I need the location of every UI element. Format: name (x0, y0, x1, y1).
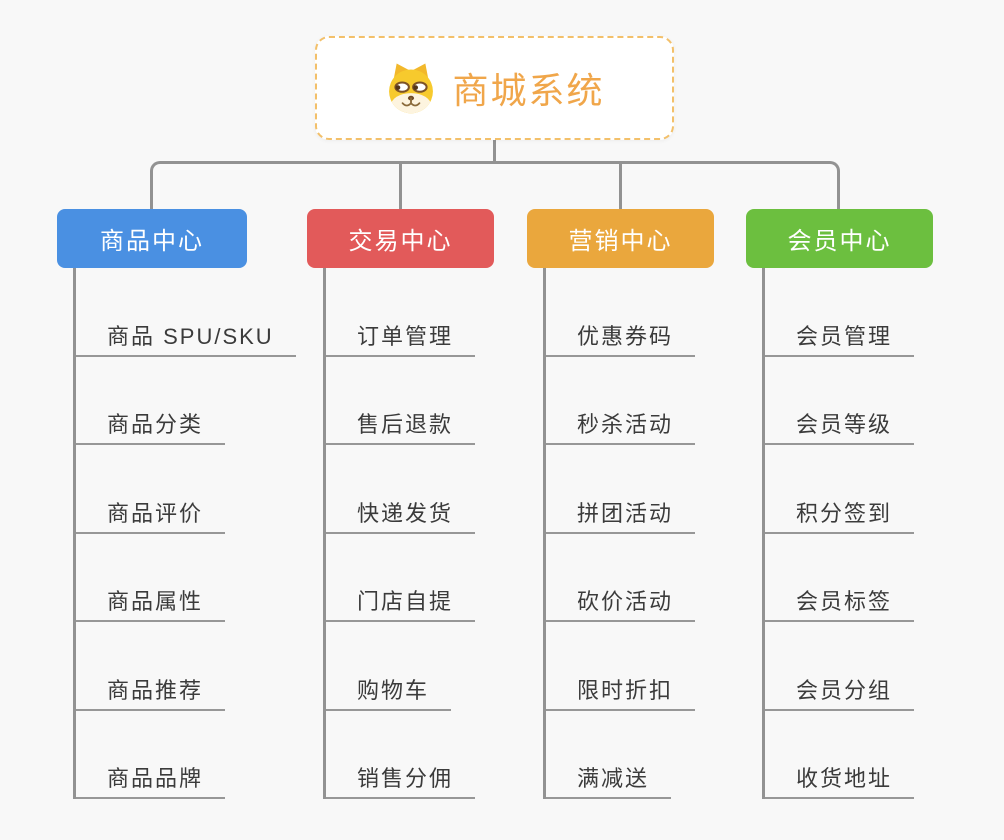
child-row: 商品分类 (76, 357, 296, 445)
branch-connector-bar (150, 161, 840, 210)
child-node[interactable]: 优惠券码 (546, 325, 696, 357)
child-node[interactable]: 秒杀活动 (546, 414, 696, 445)
child-row: 积分签到 (765, 445, 915, 534)
branch-node-2[interactable]: 交易中心 (307, 209, 494, 268)
child-node[interactable]: 商品属性 (76, 591, 226, 622)
child-row: 满减送 (546, 711, 695, 799)
child-node[interactable]: 砍价活动 (546, 591, 696, 622)
child-node[interactable]: 商品推荐 (76, 679, 226, 711)
child-row: 商品 SPU/SKU (76, 268, 296, 357)
child-row: 售后退款 (326, 357, 476, 445)
branch-node-1[interactable]: 商品中心 (57, 209, 247, 268)
child-row: 商品属性 (76, 534, 296, 622)
child-node[interactable]: 会员标签 (765, 591, 915, 622)
child-row: 秒杀活动 (546, 357, 696, 445)
child-row: 收货地址 (765, 711, 915, 799)
branch-drop-connector (399, 161, 402, 210)
child-node[interactable]: 会员管理 (765, 325, 915, 357)
child-node[interactable]: 商品评价 (76, 502, 226, 534)
root-title: 商城系统 (452, 70, 605, 111)
child-node[interactable]: 积分签到 (765, 502, 915, 534)
child-row: 商品推荐 (76, 622, 296, 711)
child-row: 商品品牌 (76, 711, 296, 799)
child-row: 销售分佣 (326, 711, 476, 799)
root-stem-connector (493, 139, 496, 164)
child-node[interactable]: 会员分组 (765, 679, 915, 711)
child-row: 购物车 (326, 622, 475, 711)
shiba-dog-icon (384, 61, 438, 115)
child-row: 门店自提 (326, 534, 476, 622)
branch-node-4[interactable]: 会员中心 (746, 209, 933, 268)
child-node[interactable]: 购物车 (326, 679, 452, 711)
child-node[interactable]: 商品分类 (76, 414, 226, 445)
child-node[interactable]: 会员等级 (765, 414, 915, 445)
root-node[interactable]: 商城系统 (315, 36, 674, 140)
child-row: 限时折扣 (546, 622, 696, 711)
branch-children-column: 优惠券码秒杀活动拼团活动砍价活动限时折扣满减送 (543, 268, 696, 799)
child-row: 快递发货 (326, 445, 476, 534)
child-row: 会员标签 (765, 534, 915, 622)
branch-drop-connector (619, 161, 622, 210)
child-node[interactable]: 商品 SPU/SKU (76, 325, 296, 357)
child-node[interactable]: 收货地址 (765, 768, 915, 799)
child-row: 会员管理 (765, 268, 915, 357)
child-node[interactable]: 销售分佣 (326, 768, 476, 799)
child-row: 拼团活动 (546, 445, 696, 534)
child-node[interactable]: 订单管理 (326, 325, 476, 357)
child-node[interactable]: 限时折扣 (546, 679, 696, 711)
child-row: 砍价活动 (546, 534, 696, 622)
child-node[interactable]: 售后退款 (326, 414, 476, 445)
child-row: 优惠券码 (546, 268, 696, 357)
child-node[interactable]: 满减送 (546, 768, 672, 799)
branch-children-column: 订单管理售后退款快递发货门店自提购物车销售分佣 (323, 268, 476, 799)
branch-children-column: 商品 SPU/SKU 商品分类商品评价商品属性商品推荐商品品牌 (73, 268, 296, 799)
child-row: 订单管理 (326, 268, 476, 357)
branch-children-column: 会员管理会员等级积分签到会员标签会员分组收货地址 (762, 268, 915, 799)
child-row: 会员等级 (765, 357, 915, 445)
child-node[interactable]: 拼团活动 (546, 502, 696, 534)
child-node[interactable]: 商品品牌 (76, 768, 226, 799)
child-row: 会员分组 (765, 622, 915, 711)
child-node[interactable]: 快递发货 (326, 502, 476, 534)
branch-node-3[interactable]: 营销中心 (527, 209, 714, 268)
child-node[interactable]: 门店自提 (326, 591, 476, 622)
child-row: 商品评价 (76, 445, 296, 534)
